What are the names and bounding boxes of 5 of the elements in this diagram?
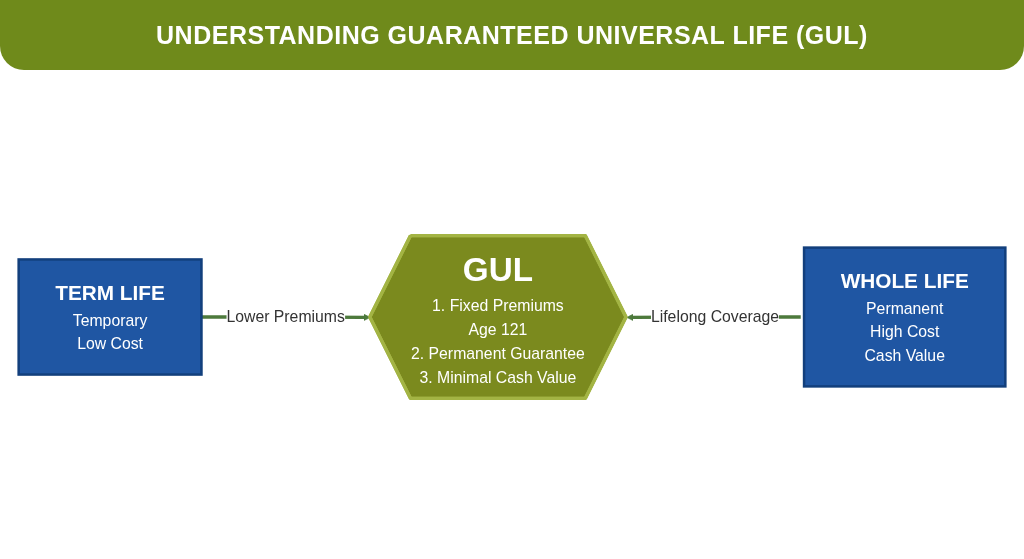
node-box: TERM LIFE Temporary Low Cost — [17, 258, 203, 376]
edge-label: Lifelong Coverage — [650, 307, 780, 326]
edge-label: Lower Premiums — [226, 307, 345, 326]
title: UNDERSTANDING GUARANTEED UNIVERSAL LIFE (GUL) — [156, 20, 868, 50]
node-box: WHOLE LIFE Permanent High Cost Cash Value — [802, 246, 1007, 388]
